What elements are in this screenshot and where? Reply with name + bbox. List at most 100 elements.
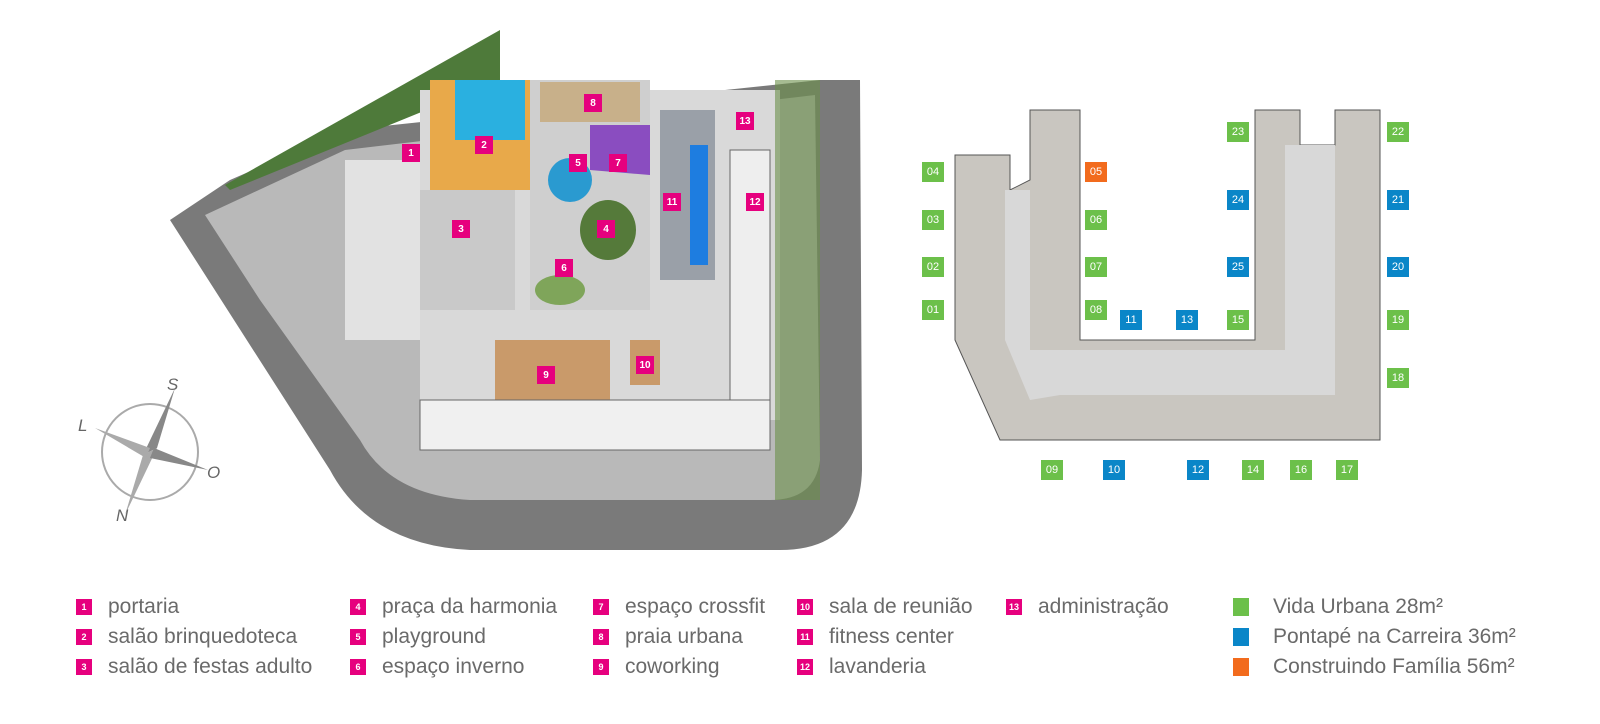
legend-item: 12 lavanderia: [797, 652, 973, 682]
amenity-marker-10: 10: [636, 356, 654, 374]
legend-item: 10 sala de reunião: [797, 592, 973, 622]
legend-item: 9 coworking: [593, 652, 765, 682]
party-room: [420, 190, 515, 310]
unit-marker-10: 10: [1103, 460, 1125, 480]
unit-marker-23: 23: [1227, 122, 1249, 142]
legend-number: 13: [1006, 599, 1022, 615]
legend-item: 3 salão de festas adulto: [76, 652, 312, 682]
legend-label: playground: [382, 625, 486, 648]
amenity-marker-13: 13: [736, 112, 754, 130]
unit-marker-25: 25: [1227, 257, 1249, 277]
legend-label: praia urbana: [625, 625, 743, 648]
legend-item: 13 administração: [1006, 592, 1169, 622]
amenity-marker-11: 11: [663, 193, 681, 211]
unit-marker-06: 06: [1085, 210, 1107, 230]
legend-col-3: 7 espaço crossfit 8 praia urbana 9 coworkin…: [593, 592, 765, 682]
amenity-marker-8: 8: [584, 94, 602, 112]
legend-label: administração: [1038, 595, 1169, 618]
legend-col-4: 10 sala de reunião 11 fitness center 12 lav…: [797, 592, 973, 682]
legend-number: 10: [797, 599, 813, 615]
pool: [690, 145, 708, 265]
unit-marker-07: 07: [1085, 257, 1107, 277]
compass-s: S: [167, 375, 179, 394]
unit-marker-12: 12: [1187, 460, 1209, 480]
unit-marker-09: 09: [1041, 460, 1063, 480]
unit-marker-03: 03: [922, 210, 944, 230]
hedge: [775, 80, 820, 500]
legend-number: 7: [593, 599, 609, 615]
unit-marker-05: 05: [1085, 162, 1107, 182]
legend-label: Vida Urbana 28m²: [1273, 595, 1444, 618]
unit-marker-04: 04: [922, 162, 944, 182]
legend-label: salão de festas adulto: [108, 655, 313, 678]
legend-unit-type: Construindo Família 56m²: [1233, 652, 1516, 682]
legend-swatch: [1233, 658, 1249, 676]
compass-rose-icon: [95, 388, 208, 515]
compass-n: N: [116, 506, 129, 525]
legend-col-5: 13 administração: [1006, 592, 1169, 622]
legend-number: 5: [350, 629, 366, 645]
amenity-marker-5: 5: [569, 154, 587, 172]
legend-item: 1 portaria: [76, 592, 312, 622]
amenity-marker-3: 3: [452, 220, 470, 238]
legend-item: 7 espaço crossfit: [593, 592, 765, 622]
building-bottom: [419, 399, 771, 451]
unit-marker-20: 20: [1387, 257, 1409, 277]
compass-o: O: [207, 463, 221, 482]
unit-marker-01: 01: [922, 300, 944, 320]
legend-unit-type: Pontapé na Carreira 36m²: [1233, 622, 1516, 652]
legend-number: 11: [797, 629, 813, 645]
legend-label: espaço inverno: [382, 655, 525, 678]
unit-marker-11: 11: [1120, 310, 1142, 330]
building-left: [345, 160, 425, 340]
crossfit-area: [590, 125, 650, 175]
unit-marker-02: 02: [922, 257, 944, 277]
unit-marker-16: 16: [1290, 460, 1312, 480]
legend-item: 11 fitness center: [797, 622, 973, 652]
legend-number: 2: [76, 629, 92, 645]
compass-l: L: [78, 416, 88, 435]
lawn: [535, 275, 585, 305]
legend-number: 3: [76, 659, 92, 675]
legend-number: 12: [797, 659, 813, 675]
kids-play: [455, 80, 525, 140]
legend-label: Pontapé na Carreira 36m²: [1273, 625, 1516, 648]
amenity-marker-2: 2: [475, 136, 493, 154]
unit-marker-14: 14: [1242, 460, 1264, 480]
unit-marker-21: 21: [1387, 190, 1409, 210]
amenity-marker-4: 4: [597, 220, 615, 238]
unit-marker-18: 18: [1387, 368, 1409, 388]
legend-label: fitness center: [829, 625, 954, 648]
garden-strip: [225, 30, 500, 190]
legend-number: 1: [76, 599, 92, 615]
legend-number: 8: [593, 629, 609, 645]
legend-col-1: 1 portaria 2 salão brinquedoteca 3 salão de…: [76, 592, 312, 682]
legend-label: coworking: [625, 655, 720, 678]
unit-marker-15: 15: [1227, 310, 1249, 330]
legend-item: 8 praia urbana: [593, 622, 765, 652]
unit-marker-08: 08: [1085, 300, 1107, 320]
legend-label: sala de reunião: [829, 595, 973, 618]
legend-swatch: [1233, 598, 1249, 616]
unit-type-legend: Vida Urbana 28m² Pontapé na Carreira 36m…: [1233, 592, 1516, 682]
legend-label: lavanderia: [829, 655, 926, 678]
legend-label: espaço crossfit: [625, 595, 766, 618]
amenity-marker-1: 1: [402, 144, 420, 162]
unit-marker-13: 13: [1176, 310, 1198, 330]
legend-label: Construindo Família 56m²: [1273, 655, 1515, 678]
legend-number: 6: [350, 659, 366, 675]
legend-swatch: [1233, 628, 1249, 646]
amenity-marker-9: 9: [537, 366, 555, 384]
legend-label: salão brinquedoteca: [108, 625, 298, 648]
unit-marker-22: 22: [1387, 122, 1409, 142]
legend-number: 9: [593, 659, 609, 675]
legend-item: 5 playground: [350, 622, 557, 652]
amenity-marker-7: 7: [609, 154, 627, 172]
legend-label: portaria: [108, 595, 180, 618]
legend-item: 6 espaço inverno: [350, 652, 557, 682]
unit-marker-19: 19: [1387, 310, 1409, 330]
unit-marker-24: 24: [1227, 190, 1249, 210]
